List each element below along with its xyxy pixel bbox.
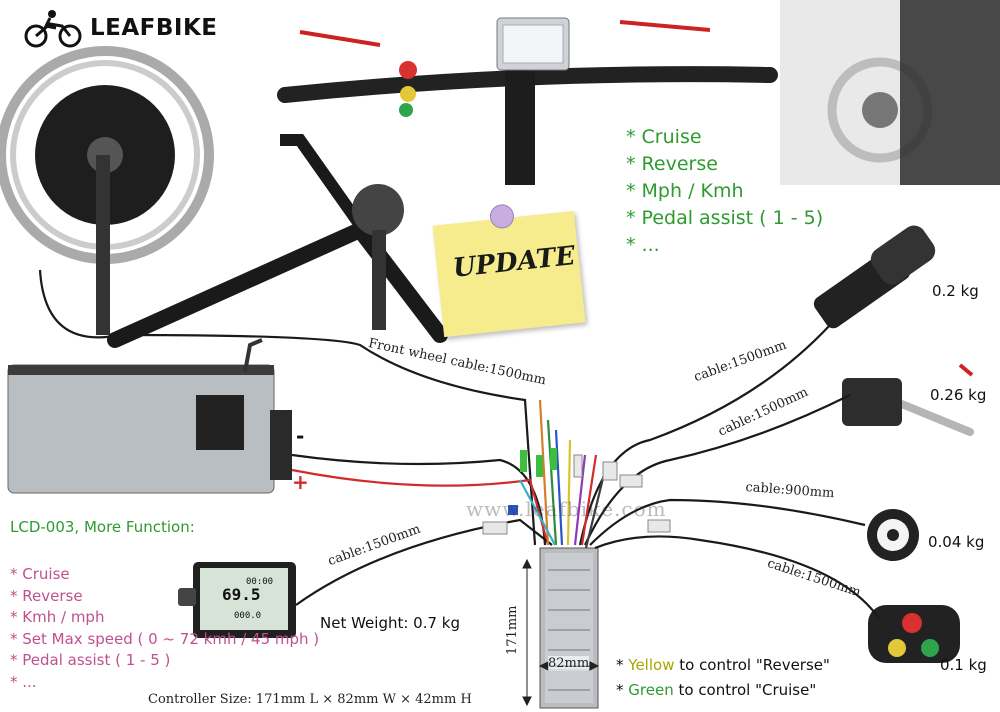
note-green-rest: to control "Cruise" — [673, 681, 817, 699]
controller-size-label: Controller Size: 171mm L × 82mm W × 42mm… — [148, 692, 472, 707]
lcd-net-weight: Net Weight: 0.7 kg — [320, 614, 461, 632]
lcd-feature-item: * Pedal assist ( 1 - 5 ) — [10, 651, 171, 670]
controller-height-label: 171mm — [505, 605, 520, 655]
lcd-odo-readout: 00:00 — [246, 577, 273, 587]
throttle-weight: 0.2 kg — [932, 282, 979, 300]
handlebar — [277, 17, 778, 185]
switch-weight: 0.1 kg — [940, 656, 987, 674]
display-feature-list: * Cruise * Reverse * Mph / Kmh * Pedal a… — [626, 124, 823, 259]
brand-name: LEAFBIKE — [90, 15, 218, 41]
lcd-title: LCD-003, More Function: — [10, 518, 195, 536]
button-switch — [868, 605, 960, 663]
controller-width-label: 82mm — [548, 656, 590, 671]
lcd-feature-list: * Cruise * Reverse * Kmh / mph * Set Max… — [10, 564, 319, 694]
bike-frame — [107, 134, 448, 348]
lcd-speed-readout: 69.5 — [222, 585, 261, 604]
display-feature-item: * Mph / Kmh — [626, 180, 744, 202]
throttle-grip — [813, 225, 936, 329]
display-feature-item: * ... — [626, 234, 660, 256]
note-yellow-rest: to control "Reverse" — [674, 656, 830, 674]
note-yellow-word: Yellow — [628, 656, 675, 674]
brake-lever — [842, 363, 974, 436]
update-sticky-note: UPDATE — [432, 203, 586, 338]
hub-motor-wheel — [0, 46, 214, 335]
front-fork — [780, 0, 1000, 185]
lcd-feature-item: * Kmh / mph — [10, 608, 105, 627]
wire-connectors — [482, 448, 671, 535]
controller-box — [539, 547, 599, 709]
lcd-feature-item: * Set Max speed ( 0 ~ 72 kmh / 45 mph ) — [10, 629, 320, 648]
update-note-text: UPDATE — [451, 241, 577, 284]
battery-pack — [7, 338, 292, 494]
display-feature-item: * Reverse — [626, 153, 718, 175]
pas-weight: 0.04 kg — [928, 533, 985, 551]
lcd-display-unit: 69.5 00:00 000.0 — [178, 562, 296, 638]
lcd-trip-readout: 000.0 — [234, 611, 261, 621]
wires — [38, 269, 881, 621]
note-green-word: Green — [628, 681, 674, 699]
lcd-feature-item: * Cruise — [10, 565, 70, 583]
note-yellow-prefix: * — [616, 656, 629, 674]
brand-logo: LEAFBIKE — [22, 8, 218, 48]
note-green: * Green to control "Cruise" — [616, 681, 816, 699]
pas-sensor — [867, 509, 919, 561]
note-yellow: * Yellow to control "Reverse" — [616, 656, 830, 674]
lcd-feature-item: * Reverse — [10, 586, 83, 605]
cyclist-icon — [24, 10, 82, 48]
battery-minus-sign: - — [296, 424, 305, 448]
lcd-feature-item: * ... — [10, 672, 37, 691]
brake-weight: 0.26 kg — [930, 386, 987, 404]
note-green-prefix: * — [616, 681, 629, 699]
display-feature-item: * Pedal assist ( 1 - 5) — [626, 207, 824, 229]
battery-plus-sign: + — [292, 470, 309, 494]
watermark: www.leafbike.com — [466, 497, 667, 521]
display-feature-item: * Cruise — [626, 126, 702, 148]
